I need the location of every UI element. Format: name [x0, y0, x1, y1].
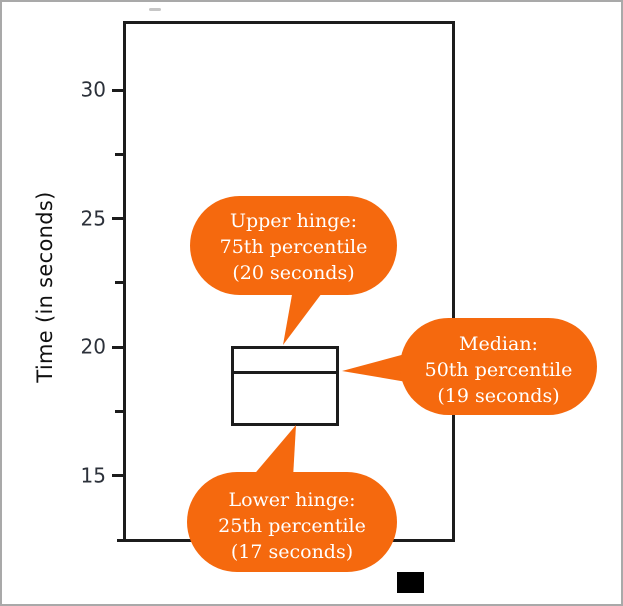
y-tick-label-20: 20 [80, 334, 106, 359]
y-tick-15 [112, 474, 123, 477]
lower-hinge-callout-line1: Lower hinge: [228, 488, 356, 511]
lower-hinge-callout-line3: (17 seconds) [230, 540, 354, 563]
y-minor-tick-27-5 [115, 152, 123, 156]
plot-border-top [123, 21, 455, 24]
black-square-marker [397, 572, 424, 593]
upper-hinge-callout-line1: Upper hinge: [229, 210, 358, 232]
y-minor-tick-22-5 [115, 281, 123, 285]
y-tick-label-30: 30 [80, 77, 106, 102]
lower-callout-tail [251, 425, 296, 478]
y-tick-25 [112, 217, 123, 220]
y-axis-line [123, 21, 126, 542]
median-callout-line2: 50th percentile [424, 358, 573, 381]
median-callout-line1: Median: [459, 332, 538, 355]
y-tick-label-25: 25 [80, 206, 106, 231]
y-axis-title: Time (in seconds) [33, 191, 57, 383]
upper-callout-tail [283, 289, 325, 345]
lower-hinge-callout: Lower hinge: 25th percentile (17 seconds… [187, 472, 397, 572]
upper-hinge-callout-line2: 75th percentile [219, 236, 368, 258]
upper-hinge-callout-line3: (20 seconds) [232, 262, 355, 284]
y-minor-tick-17-5 [115, 409, 123, 413]
y-tick-30 [112, 88, 123, 92]
lower-hinge-callout-line2: 25th percentile [218, 514, 366, 537]
boxplot-box [231, 345, 339, 426]
median-line [233, 371, 337, 375]
median-callout: Median: 50th percentile (19 seconds) [400, 318, 597, 415]
top-dash-artifact [149, 8, 161, 11]
y-tick-label-15: 15 [80, 463, 106, 488]
plot-border-right [452, 21, 455, 542]
median-callout-line3: (19 seconds) [437, 384, 560, 407]
y-tick-20 [112, 345, 123, 349]
upper-hinge-callout: Upper hinge: 75th percentile (20 seconds… [190, 196, 397, 295]
